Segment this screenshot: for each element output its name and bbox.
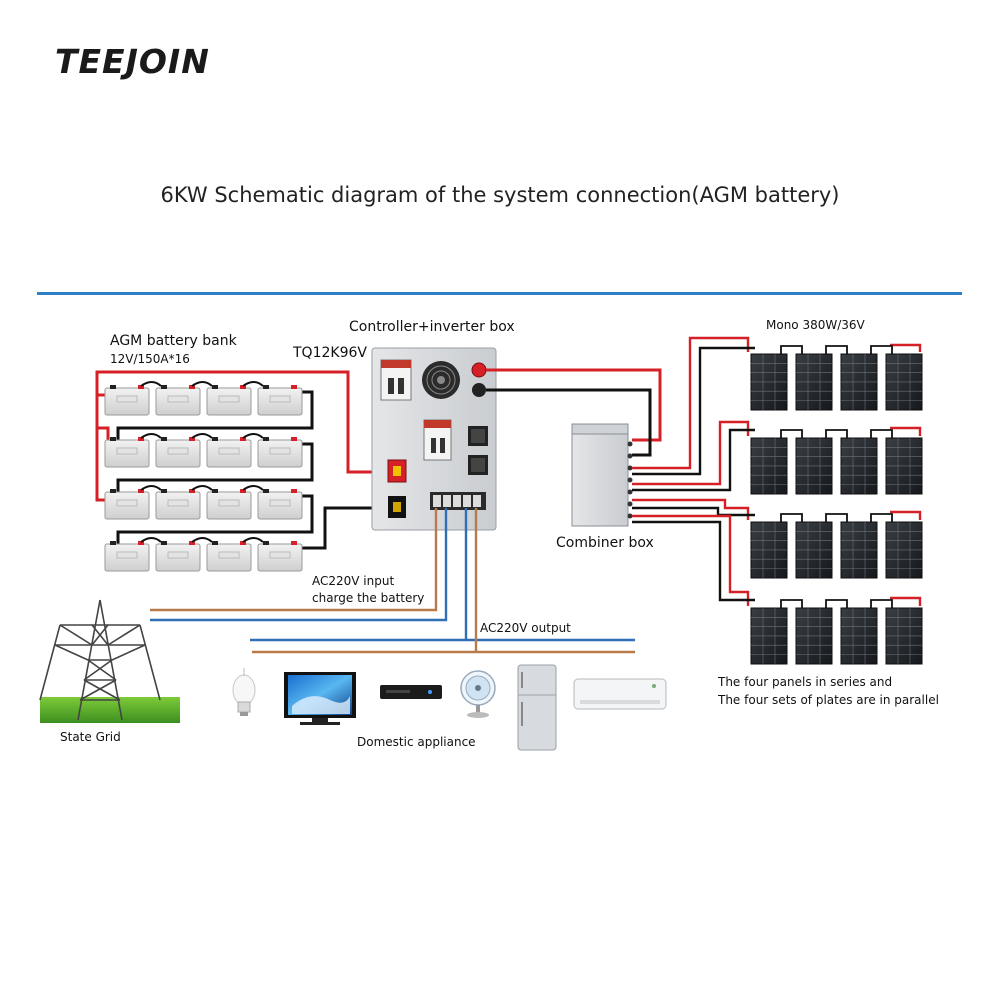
ac-input-label: AC220V input <box>312 574 395 588</box>
ac-input-neutral-wire <box>150 508 448 622</box>
controller-label: Controller+inverter box <box>349 319 515 335</box>
light-bulb-icon <box>232 668 256 716</box>
ac-output-neutral-wire <box>250 508 635 642</box>
battery-unit <box>155 485 213 520</box>
solar-panel-icon <box>840 513 893 579</box>
controller-inverter-box <box>371 347 497 531</box>
solar-panel-icon <box>750 429 803 495</box>
diagram-title: 6KW Schematic diagram of the system conn… <box>160 183 840 207</box>
solar-note-line1: The four panels in series and <box>718 675 893 689</box>
solar-panel-icon <box>885 353 923 411</box>
solar-panel-icon <box>795 429 848 495</box>
ac-wiring <box>150 508 635 654</box>
ac-input-sublabel: charge the battery <box>312 591 425 605</box>
battery-positive-wire <box>95 370 390 474</box>
fan-icon <box>460 670 496 718</box>
battery-negative-wire <box>300 506 390 550</box>
battery-row-link-3 <box>116 494 314 550</box>
pv-positive-terminal <box>471 362 487 378</box>
battery-unit <box>206 381 264 416</box>
combiner-box <box>571 423 633 527</box>
battery-bank-wiring <box>95 370 390 550</box>
refrigerator-icon <box>517 664 557 751</box>
solar-panel-icon <box>750 599 803 665</box>
ac-output-live-wire <box>252 508 635 654</box>
battery-unit <box>155 537 213 572</box>
solar-panel-icon <box>795 345 848 411</box>
air-conditioner-icon <box>573 678 667 710</box>
domestic-appliance-label: Domestic appliance <box>357 735 476 749</box>
battery-series-wire-2 <box>95 426 110 460</box>
pv-positive-wire <box>486 368 662 442</box>
battery-unit <box>257 489 303 520</box>
battery-row-link-1 <box>116 390 314 446</box>
battery-unit <box>257 385 303 416</box>
solar-panel-icon <box>750 513 803 579</box>
brand-logo-text: TEEJOIN <box>55 42 210 81</box>
ac-output-label: AC220V output <box>480 621 571 635</box>
battery-unit <box>104 433 162 468</box>
battery-bank <box>104 381 303 572</box>
cooling-fan-icon <box>422 361 460 399</box>
pv-negative-terminal <box>472 383 486 397</box>
state-grid-tower-icon <box>39 599 180 723</box>
controller-model: TQ12K96V <box>293 345 367 361</box>
battery-bank-label: AGM battery bank <box>110 333 237 349</box>
solar-panel-icon <box>840 599 893 665</box>
string-wiring <box>632 336 922 606</box>
pv-wiring <box>486 368 662 457</box>
dvd-player-icon <box>380 685 442 699</box>
state-grid-label: State Grid <box>60 730 121 744</box>
solar-panel-icon <box>885 607 923 665</box>
ac-terminal-block <box>430 492 486 510</box>
battery-unit <box>104 485 162 520</box>
battery-bank-spec: 12V/150A*16 <box>110 352 190 366</box>
tv-icon <box>284 672 356 725</box>
battery-unit <box>206 485 264 520</box>
battery-unit <box>104 537 162 572</box>
ac-input-live-wire <box>150 508 438 612</box>
brand-logo: TEEJOIN <box>55 42 210 81</box>
battery-unit <box>104 381 162 416</box>
battery-unit <box>206 537 264 572</box>
battery-unit <box>257 437 303 468</box>
battery-unit <box>257 541 303 572</box>
solar-panel-icon <box>840 429 893 495</box>
combiner-box-label: Combiner box <box>556 535 654 551</box>
solar-array <box>750 345 923 665</box>
solar-panel-icon <box>885 521 923 579</box>
battery-unit <box>206 433 264 468</box>
solar-panel-icon <box>840 345 893 411</box>
solar-panel-label: Mono 380W/36V <box>766 318 865 332</box>
battery-unit <box>155 433 213 468</box>
solar-panel-icon <box>795 599 848 665</box>
pv-negative-wire <box>486 388 652 457</box>
solar-note-line2: The four sets of plates are in parallel <box>718 693 939 707</box>
divider-line <box>37 292 962 295</box>
solar-panel-icon <box>795 513 848 579</box>
solar-panel-icon <box>885 437 923 495</box>
solar-panel-icon <box>750 345 803 411</box>
battery-row-link-2 <box>116 442 314 498</box>
battery-unit <box>155 381 213 416</box>
